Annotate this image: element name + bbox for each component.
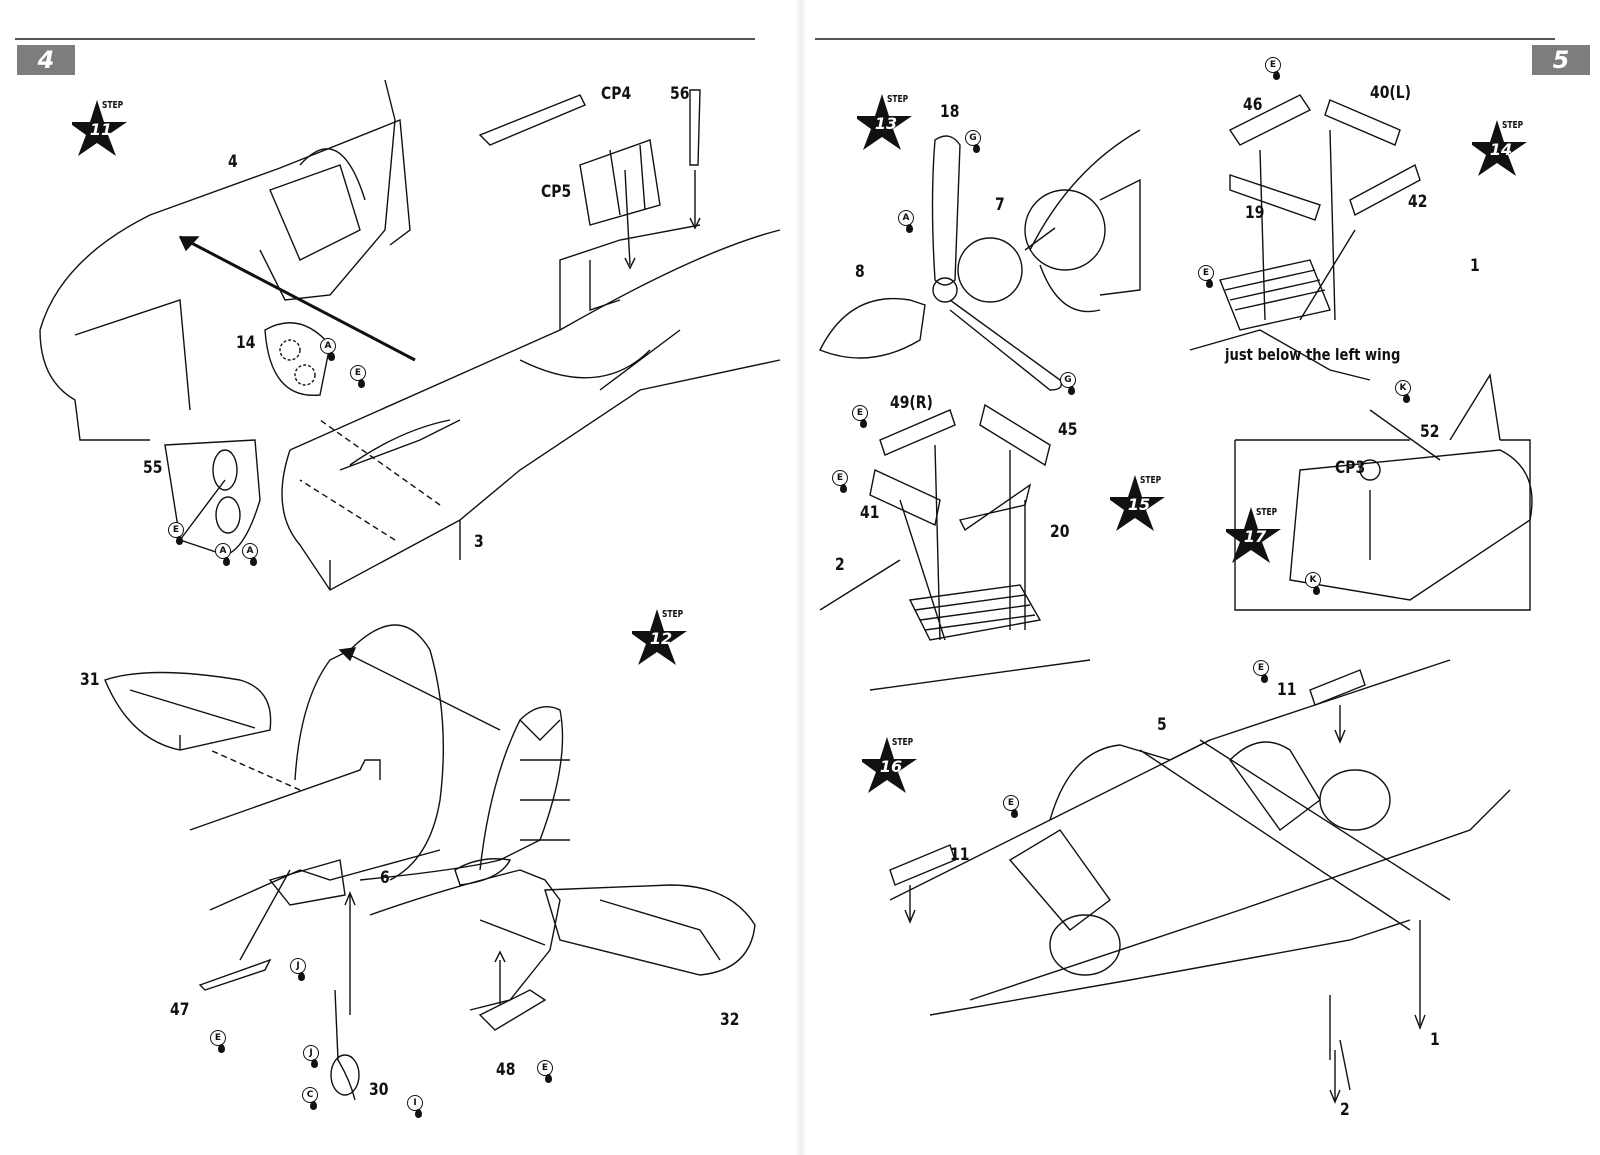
step-16-badge: STEP 16 — [862, 735, 922, 795]
paint-code-icon: E — [1265, 57, 1283, 83]
paint-code-icon: E — [832, 470, 850, 496]
paint-code-icon: J — [290, 958, 308, 984]
star-icon — [632, 609, 687, 665]
center-wing-drawing — [889, 659, 1511, 1104]
part-label: 11 — [1277, 680, 1297, 700]
paint-code-icon: E — [537, 1060, 555, 1086]
part-label: 1 — [1470, 256, 1480, 276]
wheel-well-left-drawing — [1189, 94, 1421, 381]
tail-assembly-drawing — [104, 624, 756, 1101]
paint-code-icon: A — [898, 210, 916, 236]
page-gutter — [795, 0, 807, 1155]
step-13-badge: STEP 13 — [857, 92, 917, 152]
part-label: 2 — [835, 555, 845, 575]
paint-code-icon: A — [215, 543, 233, 569]
step-14-badge: STEP 14 — [1472, 118, 1532, 178]
star-icon — [1110, 475, 1165, 531]
part-label: 46 — [1243, 95, 1263, 115]
part-label: 56 — [670, 84, 690, 104]
left-wing-detail-drawing — [1234, 373, 1533, 611]
step-11-12-illustration — [39, 79, 781, 1101]
part-label: 48 — [496, 1060, 516, 1080]
paint-code-icon: I — [407, 1095, 425, 1121]
paint-code-icon: E — [1253, 660, 1271, 686]
paint-code-icon: A — [320, 338, 338, 364]
part-label: 52 — [1420, 422, 1440, 442]
header-rule — [815, 38, 1555, 40]
paint-code-icon: K — [1305, 572, 1323, 598]
part-label: 55 — [143, 458, 163, 478]
placement-note: just below the left wing — [1225, 345, 1401, 364]
propeller-drawing — [819, 129, 1141, 391]
part-label: 31 — [80, 670, 100, 690]
part-label: CP3 — [1335, 458, 1366, 478]
star-icon — [862, 737, 917, 793]
wheel-well-right-drawing — [819, 403, 1091, 691]
paint-code-icon: E — [1003, 795, 1021, 821]
paint-code-icon: G — [1060, 372, 1078, 398]
paint-code-icon: E — [852, 405, 870, 431]
part-label: 11 — [950, 845, 970, 865]
page-5: 5 — [810, 0, 1600, 1155]
page-number: 5 — [1532, 45, 1590, 75]
part-label: 5 — [1157, 715, 1167, 735]
part-label: 14 — [236, 333, 256, 353]
star-icon — [1226, 507, 1281, 563]
part-label: CP4 — [601, 84, 632, 104]
star-icon — [1472, 120, 1527, 176]
header-rule — [15, 38, 755, 40]
paint-code-icon: E — [1198, 265, 1216, 291]
paint-code-icon: E — [350, 365, 368, 391]
part-label: 47 — [170, 1000, 190, 1020]
paint-code-icon: E — [168, 522, 186, 548]
star-icon — [72, 100, 127, 156]
part-label: 19 — [1245, 203, 1265, 223]
part-label: 32 — [720, 1010, 740, 1030]
part-label: 49(R) — [890, 393, 933, 413]
part-label: 2 — [1340, 1100, 1350, 1120]
part-label: 6 — [380, 868, 390, 888]
part-label: CP5 — [541, 182, 572, 202]
part-label: 1 — [1430, 1030, 1440, 1050]
part-label: 20 — [1050, 522, 1070, 542]
part-label: 30 — [369, 1080, 389, 1100]
page-number: 4 — [17, 45, 75, 75]
fuselage-nose-drawing — [39, 79, 781, 591]
part-label: 3 — [474, 532, 484, 552]
part-label: 7 — [995, 195, 1005, 215]
step-15-badge: STEP 15 — [1110, 473, 1170, 533]
paint-code-icon: J — [303, 1045, 321, 1071]
step-12-badge: STEP 12 — [632, 607, 692, 667]
paint-code-icon: G — [965, 130, 983, 156]
part-label: 42 — [1408, 192, 1428, 212]
page-4: 4 — [0, 0, 790, 1155]
star-icon — [857, 94, 912, 150]
paint-code-icon: C — [302, 1087, 320, 1113]
part-label: 41 — [860, 503, 880, 523]
part-label: 18 — [940, 102, 960, 122]
part-label: 8 — [855, 262, 865, 282]
paint-code-icon: E — [210, 1030, 228, 1056]
step-11-badge: STEP 11 — [72, 98, 132, 158]
step-17-badge: STEP 17 — [1226, 505, 1286, 565]
paint-code-icon: K — [1395, 380, 1413, 406]
paint-code-icon: A — [242, 543, 260, 569]
part-label: 40(L) — [1370, 83, 1412, 103]
part-label: 45 — [1058, 420, 1078, 440]
part-label: 4 — [228, 152, 238, 172]
